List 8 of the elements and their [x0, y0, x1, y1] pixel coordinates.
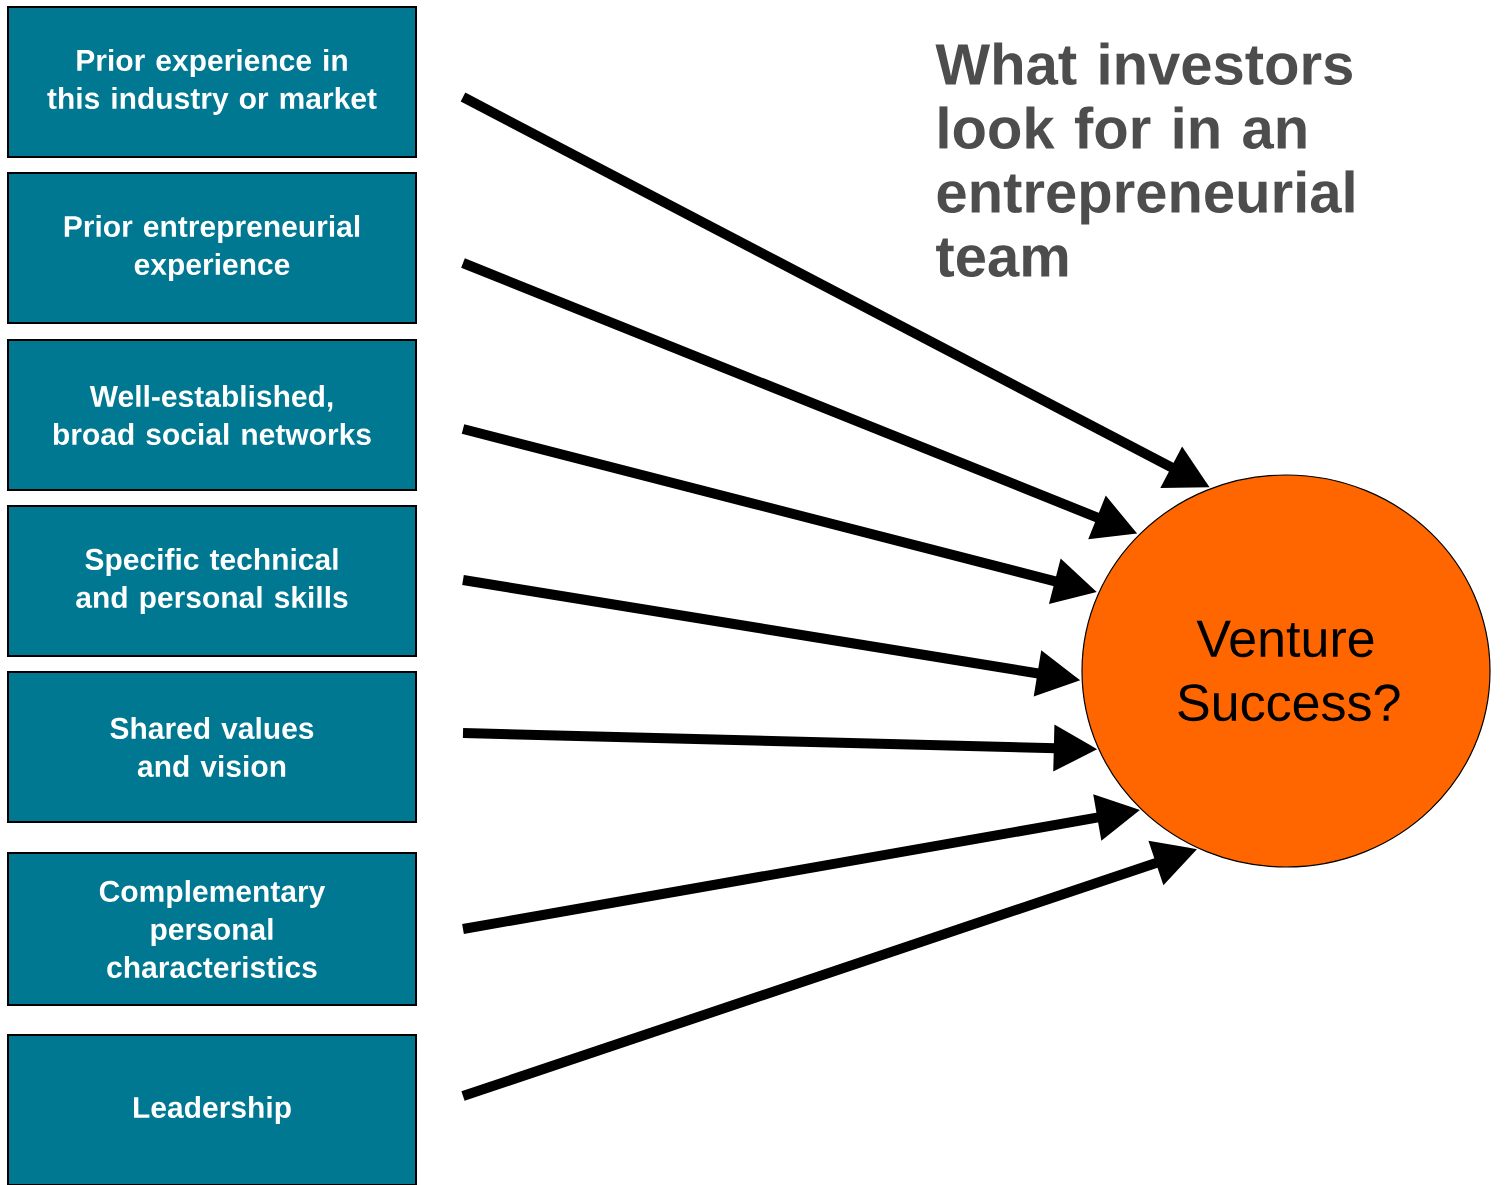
factor-box: Prior experience in this industry or market — [7, 6, 417, 158]
factor-box: Prior entrepreneurial experience — [7, 172, 417, 324]
title: What investors look for in an entrepreneurial team — [935, 42, 1354, 277]
factor-box: Complementary personal characteristics — [7, 852, 417, 1006]
factor-box: Leadership — [7, 1034, 417, 1185]
factor-box: Specific technical and personal skills — [7, 505, 417, 657]
factor-box: Well-established, broad social networks — [7, 339, 417, 491]
factor-box: Shared values and vision — [7, 671, 417, 823]
